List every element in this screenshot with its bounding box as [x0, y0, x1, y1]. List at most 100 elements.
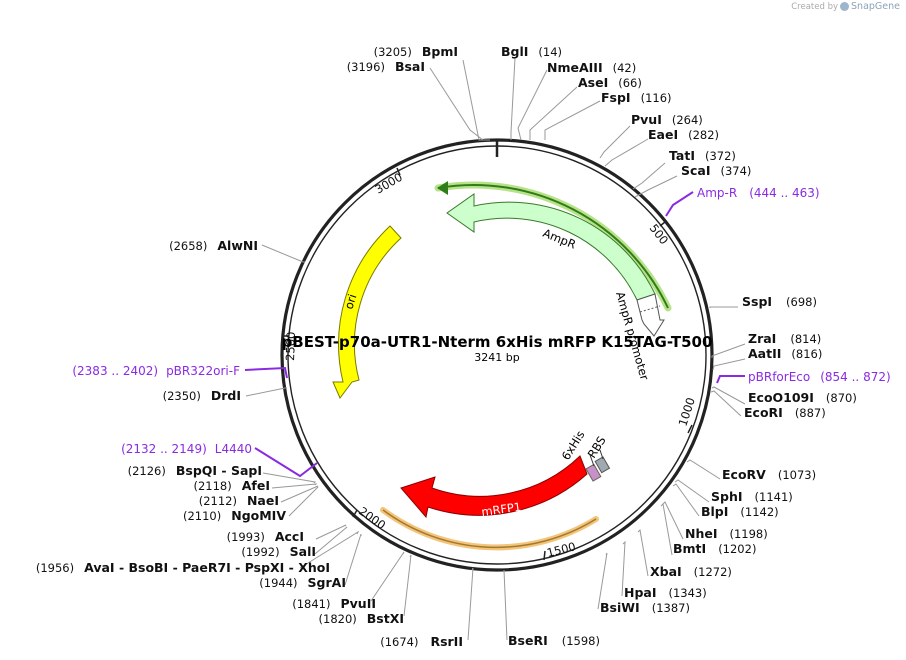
site-pos-xbai: (1272) — [694, 565, 732, 579]
svg-text:(1674)RsrII: (1674)RsrII — [380, 634, 463, 649]
svg-text:(1956)AvaI - BsoBI - PaeR7I -: (1956) AvaI - BsoBI - PaeR7I - PspXI - Xh… — [36, 560, 330, 575]
site-name-tati: TatI — [669, 148, 695, 163]
site-name-sali: SalI — [290, 544, 316, 559]
site-name-blpi: BlpI — [701, 504, 728, 519]
svg-text:(1993)AccI: (1993) AccI — [227, 529, 304, 544]
site-pos-ngomiv: (2110) — [183, 509, 221, 523]
site-pos-eaei: (282) — [688, 128, 719, 142]
site-pos-zrai: (814) — [790, 332, 821, 346]
primer-arrow-l4440 — [254, 447, 318, 478]
site-pos-bpmi: (3205) — [374, 45, 412, 59]
site-pos-avai-group: (1956) — [36, 561, 74, 575]
tick-3000: 3000 — [373, 170, 405, 197]
site-name-afei: AfeI — [242, 478, 270, 493]
svg-text:(1944)SgrAI: (1944) SgrAI — [259, 575, 346, 590]
svg-text:AatII(816): AatII (816) — [748, 346, 822, 361]
svg-text:(2350)DrdI: (2350)DrdI — [163, 388, 241, 403]
site-pos-sali: (1992) — [241, 545, 279, 559]
site-name-pvuii: PvuII — [340, 596, 376, 611]
svg-text:TatI(372): TatI(372) — [669, 148, 736, 163]
site-pos-ecorv: (1073) — [778, 468, 816, 482]
site-name-drdi: DrdI — [211, 388, 241, 403]
plasmid-title: pBEST-p70a-UTR1-Nterm 6xHis mRFP K15TAG-… — [282, 333, 713, 351]
site-pos-ecoo109i: (870) — [826, 391, 857, 405]
site-name-scai: ScaI — [681, 163, 711, 178]
primer-range-pbrforeco: (854 .. 872) — [820, 370, 890, 384]
backbone — [280, 138, 714, 572]
svg-text:(3205)BpmI: (3205) BpmI — [374, 44, 458, 59]
site-name-pvui: PvuI — [631, 112, 662, 127]
site-name-alwni: AlwNI — [217, 238, 258, 253]
site-pos-scai: (374) — [721, 164, 752, 178]
site-name-bgli: BglI — [501, 44, 528, 59]
svg-text:BlpI(1142): BlpI (1142) — [701, 504, 779, 519]
site-name-rsrii: RsrII — [430, 634, 463, 649]
primer-labels: Amp-R(444 .. 463) pBRforEco(854 .. 872) … — [72, 186, 890, 456]
primer-range-amp-r: (444 .. 463) — [749, 186, 819, 200]
svg-text:(1820)BstXI: (1820)BstXI — [319, 611, 404, 626]
site-name-bpmi: BpmI — [422, 44, 458, 59]
primer-arrow-pbrforeco — [716, 375, 745, 384]
site-name-bsai: BsaI — [395, 59, 425, 74]
site-name-sphi: SphI — [711, 489, 743, 504]
svg-text:EcoRI(887): EcoRI(887) — [744, 405, 826, 420]
primer-arrow-pbr322ori-f — [244, 366, 288, 379]
feature-label-6xhis: 6xHis — [559, 428, 588, 463]
site-name-avai-group: AvaI - BsoBI - PaeR7I - PspXI - XhoI — [84, 560, 330, 575]
site-pos-aatii: (816) — [791, 347, 822, 361]
snapgene-credit: Created by SnapGene — [791, 1, 900, 12]
site-pos-hpai: (1343) — [669, 586, 707, 600]
tick-2500: 2500 — [283, 331, 298, 361]
feature-label-rbs: RBS — [585, 434, 609, 461]
site-name-fspi: FspI — [601, 90, 631, 105]
site-pos-pvuii: (1841) — [292, 597, 330, 611]
svg-text:EcoO109I(870): EcoO109I (870) — [748, 390, 857, 405]
svg-text:NmeAIII(42): NmeAIII(42) — [547, 60, 636, 75]
leader-lines — [245, 57, 746, 641]
site-pos-nhei: (1198) — [730, 527, 768, 541]
site-name-naei: NaeI — [247, 493, 279, 508]
site-name-eaei: EaeI — [648, 127, 678, 142]
site-name-ecorv: EcoRV — [722, 467, 766, 482]
features — [332, 181, 672, 551]
site-name-aatii: AatII — [748, 346, 781, 361]
site-pos-fspi: (116) — [641, 91, 672, 105]
svg-text:EaeI(282): EaeI (282) — [648, 127, 719, 142]
svg-text:NheI(1198): NheI (1198) — [685, 526, 768, 541]
site-name-bsiwi: BsiWI — [600, 600, 640, 615]
svg-text:AseI(66): AseI(66) — [578, 75, 642, 90]
site-name-nmeaiii: NmeAIII — [547, 60, 603, 75]
svg-text:EcoRV(1073): EcoRV (1073) — [722, 467, 816, 482]
site-name-ecori: EcoRI — [744, 405, 783, 420]
site-pos-blpi: (1142) — [740, 505, 778, 519]
svg-text:pBRforEco(854 .. 872): pBRforEco(854 .. 872) — [748, 370, 891, 384]
site-name-acci: AccI — [275, 529, 304, 544]
site-pos-sspi: (698) — [786, 295, 817, 309]
plasmid-length: 3241 bp — [474, 351, 519, 364]
primer-range-l4440: (2132 .. 2149) — [121, 442, 207, 456]
site-name-xbai: XbaI — [650, 564, 682, 579]
site-name-sgrai: SgrAI — [308, 575, 346, 590]
svg-text:BglI(14): BglI(14) — [501, 44, 562, 59]
svg-text:(2132 .. 2149)L4440: (2132 .. 2149)L4440 — [121, 442, 252, 456]
site-pos-acci: (1993) — [227, 530, 265, 544]
credit-prefix: Created by — [791, 1, 839, 12]
feature-label-mrfp1: mRFP1 — [480, 500, 522, 519]
svg-text:(1841)PvuII: (1841) PvuII — [292, 596, 376, 611]
rbs-feature — [594, 456, 611, 474]
svg-text:SphI(1141): SphI(1141) — [711, 489, 793, 504]
svg-text:HpaI(1343): HpaI(1343) — [624, 585, 707, 600]
svg-text:SspI(698): SspI(698) — [742, 294, 817, 309]
site-pos-bmti: (1202) — [718, 542, 756, 556]
site-pos-sgrai: (1944) — [259, 576, 297, 590]
site-name-bmti: BmtI — [673, 541, 706, 556]
svg-text:FspI(116): FspI (116) — [601, 90, 672, 105]
primer-marks — [244, 191, 745, 478]
site-name-ecoo109i: EcoO109I — [748, 390, 814, 405]
svg-text:(1992)SalI: (1992) SalI — [241, 544, 316, 559]
site-name-zrai: ZraI — [748, 331, 776, 346]
primer-name-pbr322ori-f: pBR322ori-F — [166, 364, 240, 378]
site-name-nhei: NheI — [685, 526, 718, 541]
svg-text:BmtI(1202): BmtI (1202) — [673, 541, 756, 556]
